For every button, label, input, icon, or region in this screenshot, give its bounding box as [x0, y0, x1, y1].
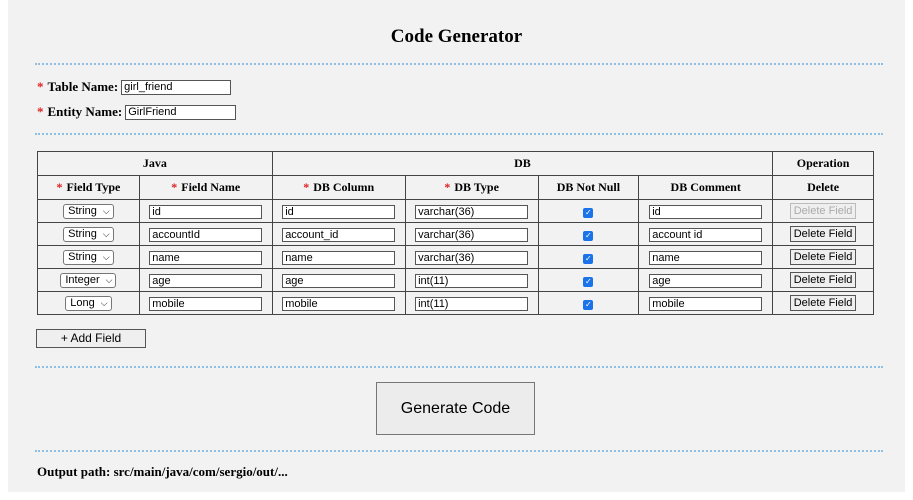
- column-header-field-name: *Field Name: [138, 175, 273, 200]
- db-column-input[interactable]: [282, 296, 396, 311]
- entity-name-row: * Entity Name:: [37, 104, 237, 120]
- field-name-input[interactable]: [149, 273, 263, 288]
- table-row: String⌵ ✓ Delete Field: [37, 245, 874, 269]
- output-path: Output path: src/main/java/com/sergio/ou…: [37, 464, 288, 479]
- required-mark: *: [444, 180, 451, 194]
- group-header-operation: Operation: [772, 151, 874, 176]
- db-comment-input[interactable]: [649, 227, 763, 242]
- entity-name-label: Entity Name:: [47, 104, 123, 119]
- delete-field-button[interactable]: Delete Field: [789, 249, 857, 265]
- group-header-java: Java: [37, 151, 273, 176]
- divider: [35, 63, 883, 65]
- chevron-down-icon: ⌵: [102, 205, 110, 216]
- db-type-input[interactable]: [415, 250, 529, 265]
- field-type-select[interactable]: Long⌵: [65, 295, 112, 311]
- page-title: Code Generator: [390, 26, 523, 47]
- required-mark: *: [37, 104, 44, 119]
- divider: [35, 450, 883, 452]
- fields-table: Java DB Operation *Field Type *Field Nam…: [37, 151, 874, 315]
- add-field-button[interactable]: + Add Field: [36, 329, 146, 348]
- delete-field-button[interactable]: Delete Field: [789, 226, 857, 242]
- divider: [35, 133, 883, 135]
- not-null-checkbox[interactable]: ✓: [583, 276, 594, 287]
- delete-field-button[interactable]: Delete Field: [789, 272, 857, 288]
- column-header-field-type: *Field Type: [37, 175, 140, 200]
- entity-name-input[interactable]: [125, 104, 237, 120]
- table-name-row: * Table Name:: [37, 79, 232, 95]
- table-name-input[interactable]: [121, 79, 232, 95]
- not-null-checkbox[interactable]: ✓: [583, 299, 594, 310]
- field-name-input[interactable]: [149, 227, 263, 242]
- field-name-input[interactable]: [149, 296, 263, 311]
- db-column-input[interactable]: [282, 250, 396, 265]
- table-row: Integer⌵ ✓ Delete Field: [37, 268, 874, 292]
- required-mark: *: [37, 79, 44, 94]
- db-comment-input[interactable]: [649, 273, 763, 288]
- db-column-input[interactable]: [282, 204, 396, 219]
- db-type-input[interactable]: [415, 296, 529, 311]
- field-name-input[interactable]: [149, 204, 263, 219]
- chevron-down-icon: ⌵: [102, 228, 110, 239]
- field-type-select[interactable]: String⌵: [63, 203, 114, 219]
- field-type-select[interactable]: String⌵: [63, 249, 114, 265]
- not-null-checkbox[interactable]: ✓: [583, 230, 594, 241]
- db-type-input[interactable]: [415, 204, 529, 219]
- column-header-delete: Delete: [772, 175, 874, 200]
- db-column-input[interactable]: [282, 273, 396, 288]
- delete-field-button[interactable]: Delete Field: [789, 295, 857, 311]
- table-name-label: Table Name:: [47, 79, 119, 94]
- db-comment-input[interactable]: [649, 204, 763, 219]
- field-type-select[interactable]: Integer⌵: [60, 272, 117, 288]
- required-mark: *: [171, 180, 178, 194]
- generate-code-button[interactable]: Generate Code: [376, 382, 535, 435]
- column-header-db-column: *DB Column: [271, 175, 406, 200]
- field-name-input[interactable]: [149, 250, 263, 265]
- db-comment-input[interactable]: [649, 250, 763, 265]
- chevron-down-icon: ⌵: [105, 274, 113, 285]
- chevron-down-icon: ⌵: [102, 251, 110, 262]
- column-header-db-not-null: DB Not Null: [537, 175, 640, 200]
- group-header-db: DB: [271, 151, 774, 176]
- chevron-down-icon: ⌵: [100, 297, 108, 308]
- table-row: String⌵ ✓ Delete Field: [37, 199, 874, 223]
- table-row: Long⌵ ✓ Delete Field: [37, 291, 874, 315]
- db-type-input[interactable]: [415, 273, 529, 288]
- db-comment-input[interactable]: [649, 296, 763, 311]
- required-mark: *: [303, 180, 310, 194]
- divider: [35, 366, 883, 368]
- required-mark: *: [56, 180, 63, 194]
- not-null-checkbox[interactable]: ✓: [583, 207, 594, 218]
- db-type-input[interactable]: [415, 227, 529, 242]
- db-column-input[interactable]: [282, 227, 396, 242]
- delete-field-button[interactable]: Delete Field: [789, 203, 857, 219]
- column-header-db-type: *DB Type: [404, 175, 539, 200]
- column-header-db-comment: DB Comment: [638, 175, 774, 200]
- field-type-select[interactable]: String⌵: [63, 226, 114, 242]
- table-row: String⌵ ✓ Delete Field: [37, 222, 874, 246]
- not-null-checkbox[interactable]: ✓: [583, 253, 594, 264]
